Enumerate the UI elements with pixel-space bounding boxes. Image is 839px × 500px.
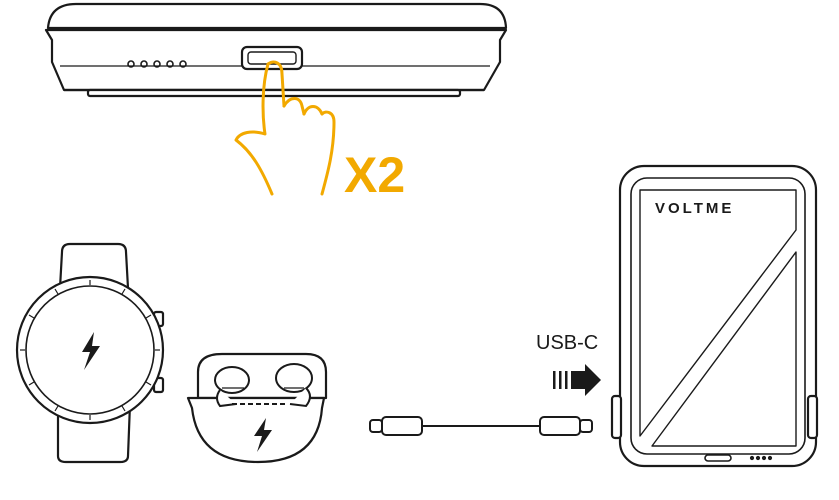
brand-logo: VOLTME (655, 200, 734, 217)
earbud-left (214, 366, 250, 408)
cable-label: USB-C (536, 332, 598, 354)
power-button (240, 45, 304, 71)
press-count: X2 (344, 147, 405, 203)
earbud-right (275, 363, 313, 408)
arrow-right-icon (553, 364, 601, 396)
case-bolt-icon (254, 418, 272, 452)
indicator-leds (127, 60, 187, 68)
watch-bezel-ticks (20, 280, 160, 420)
watch-bolt-icon (82, 332, 100, 370)
usb-c-cable-icon (369, 416, 593, 436)
power-bank-bottom-details (704, 454, 773, 462)
power-bank-top (44, 2, 508, 98)
power-bank-front-icon (610, 164, 819, 468)
finger-press-icon (234, 60, 336, 196)
